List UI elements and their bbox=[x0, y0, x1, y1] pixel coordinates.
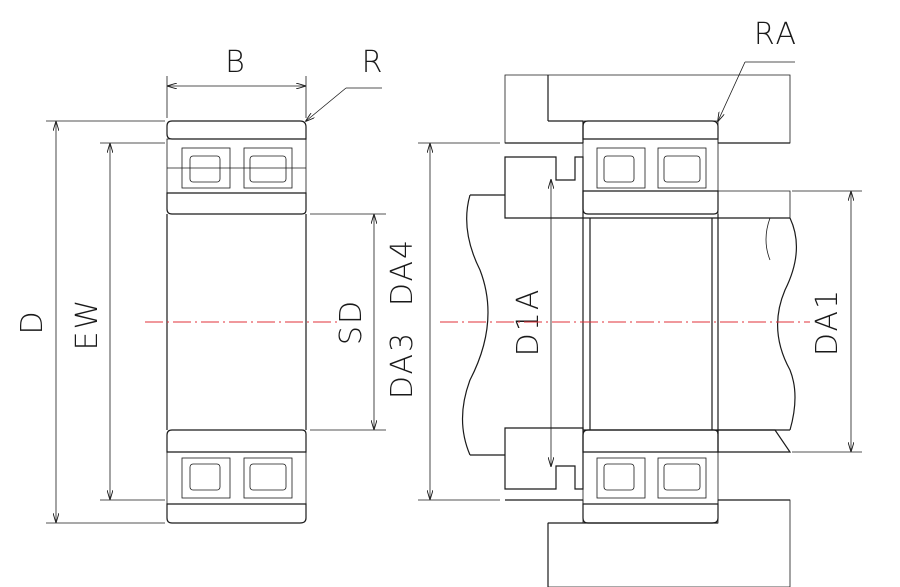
dimension-EW: EW bbox=[70, 142, 165, 501]
housing-bottom bbox=[505, 499, 791, 587]
label-DA1: DA1 bbox=[810, 288, 845, 356]
dimension-DA1: DA1 bbox=[792, 190, 862, 453]
rollers-top bbox=[167, 147, 306, 189]
dimension-D: D bbox=[15, 120, 165, 524]
housing-top bbox=[504, 74, 791, 144]
label-RA: RA bbox=[754, 17, 798, 52]
label-R: R bbox=[362, 45, 385, 80]
label-DA3: DA3 bbox=[385, 331, 420, 399]
label-SD: SD bbox=[334, 299, 369, 345]
label-B: B bbox=[225, 45, 247, 80]
dimension-B: B bbox=[166, 45, 307, 118]
bearing-outer-top-right bbox=[582, 120, 719, 215]
inner-ring-bottom bbox=[166, 429, 307, 453]
leader-RA: RA bbox=[718, 17, 798, 121]
label-DA4: DA4 bbox=[385, 238, 420, 306]
inner-ring-top bbox=[166, 192, 307, 215]
collar-bottom bbox=[504, 427, 584, 490]
shaft-shoulder-bottom bbox=[717, 429, 792, 453]
leader-R: R bbox=[306, 45, 385, 121]
collar-top bbox=[504, 156, 584, 219]
dimension-D1A: D1A bbox=[511, 180, 551, 466]
label-EW: EW bbox=[70, 298, 105, 351]
dimension-SD: SD bbox=[310, 213, 386, 431]
shaft-shoulder-top bbox=[717, 190, 791, 219]
dimension-DA4 bbox=[418, 142, 500, 501]
rollers-bottom bbox=[166, 451, 307, 505]
bearing-left-view: B R D EW SD DA3 DA4 bbox=[15, 45, 500, 524]
mounting-right-view: RA D1A DA1 bbox=[440, 17, 862, 587]
bearing-bottom-right bbox=[582, 429, 719, 524]
label-D: D bbox=[15, 309, 50, 334]
outer-ring-bottom bbox=[166, 503, 307, 524]
